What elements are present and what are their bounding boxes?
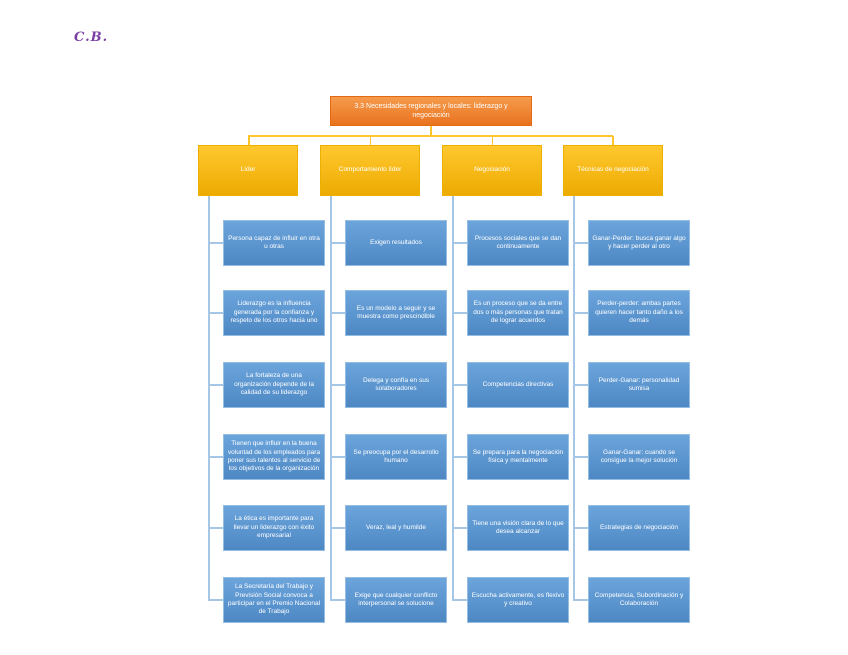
connector-stub	[573, 527, 588, 529]
connector-stub	[330, 456, 345, 458]
node-box: Perder-perder: ambas partes quieren hace…	[588, 290, 690, 336]
node-box: Es un modelo a seguir y se muestra como …	[345, 290, 447, 336]
connector-stub	[573, 384, 588, 386]
branch-column-negociacion: Negociación Procesos sociales que se dan…	[442, 0, 569, 655]
branch-header-label: Comportamiento líder	[338, 166, 402, 174]
node-box: La Secretaría del Trabajo y Previsión So…	[223, 577, 325, 623]
node-box: Tiene una visión clara de lo que desea a…	[467, 505, 569, 551]
node-box: La fortaleza de una organización depende…	[223, 362, 325, 408]
node-box: Ganar-Ganar: cuando se consigue la mejor…	[588, 434, 690, 480]
connector-column-vertical	[452, 196, 454, 600]
node-box: Estrategias de negociación	[588, 505, 690, 551]
node-box: Escucha activamente, es flexivo y creati…	[467, 577, 569, 623]
connector-drop-1	[248, 136, 250, 145]
connector-stub	[452, 599, 467, 601]
connector-stub	[452, 242, 467, 244]
node-box: Liderazgo es la influencia generada por …	[223, 290, 325, 336]
node-box: Ganar-Perder: busca ganar algo y hacer p…	[588, 220, 690, 266]
connector-title-rail	[248, 135, 613, 137]
node-box: Procesos sociales que se dan continuamen…	[467, 220, 569, 266]
connector-stub	[330, 599, 345, 601]
connector-stub	[330, 384, 345, 386]
node-box: Se preocupa por el desarrollo humano	[345, 434, 447, 480]
connector-stub	[208, 242, 223, 244]
connector-stub	[208, 312, 223, 314]
connector-stub	[330, 312, 345, 314]
node-box: Veraz, leal y humilde	[345, 505, 447, 551]
branch-header-tecnicas-negociacion: Técnicas de negociación	[563, 145, 663, 196]
node-box: Perder-Ganar: personalidad sumisa	[588, 362, 690, 408]
connector-stub	[573, 456, 588, 458]
node-box: Es un proceso que se da entre dos o más …	[467, 290, 569, 336]
connector-column-vertical	[330, 196, 332, 600]
connector-stub	[330, 242, 345, 244]
connector-stub	[573, 312, 588, 314]
branch-header-negociacion: Negociación	[442, 145, 542, 196]
node-box: Persona capaz de influir en otra u otras	[223, 220, 325, 266]
connector-stub	[452, 456, 467, 458]
connector-column-vertical	[573, 196, 575, 600]
connector-title-vertical	[430, 126, 432, 136]
node-box: Delega y confía en sus solaboradores	[345, 362, 447, 408]
branch-column-lider: Líder Persona capaz de influir en otra u…	[198, 0, 325, 655]
connector-stub	[573, 242, 588, 244]
node-box: La ética es importante para llevar un li…	[223, 505, 325, 551]
root-title-box: 3.3 Necesidades regionales y locales: li…	[330, 96, 532, 126]
connector-stub	[452, 384, 467, 386]
connector-stub	[208, 527, 223, 529]
connector-stub	[208, 456, 223, 458]
connector-stub	[208, 384, 223, 386]
connector-stub	[208, 599, 223, 601]
connector-drop-3	[491, 136, 493, 145]
branch-header-lider: Líder	[198, 145, 298, 196]
node-box: Exigen resultados	[345, 220, 447, 266]
connector-drop-4	[612, 136, 614, 145]
connector-column-vertical	[208, 196, 210, 600]
connector-stub	[330, 527, 345, 529]
connector-stub	[573, 599, 588, 601]
node-box: Exige que cualquier conflicto interperso…	[345, 577, 447, 623]
node-box: Se prepara para la negociación física y …	[467, 434, 569, 480]
node-box: Tienen que influir en la buena voluntad …	[223, 434, 325, 480]
branch-header-label: Negociación	[474, 166, 510, 174]
connector-drop-2	[369, 136, 371, 145]
branch-header-label: Técnicas de negociación	[577, 166, 649, 174]
connector-stub	[452, 312, 467, 314]
branch-column-comportamiento-lider: Comportamiento líder Exigen resultados E…	[320, 0, 447, 655]
branch-header-label: Líder	[240, 166, 256, 174]
author-signature: C.B.	[74, 30, 109, 45]
node-box: Competencia, Subordinación y Colaboració…	[588, 577, 690, 623]
branch-header-comportamiento-lider: Comportamiento líder	[320, 145, 420, 196]
root-title-text: 3.3 Necesidades regionales y locales: li…	[354, 102, 508, 119]
branch-column-tecnicas-negociacion: Técnicas de negociación Ganar-Perder: bu…	[563, 0, 690, 655]
node-box: Competencias directivas	[467, 362, 569, 408]
connector-stub	[452, 527, 467, 529]
